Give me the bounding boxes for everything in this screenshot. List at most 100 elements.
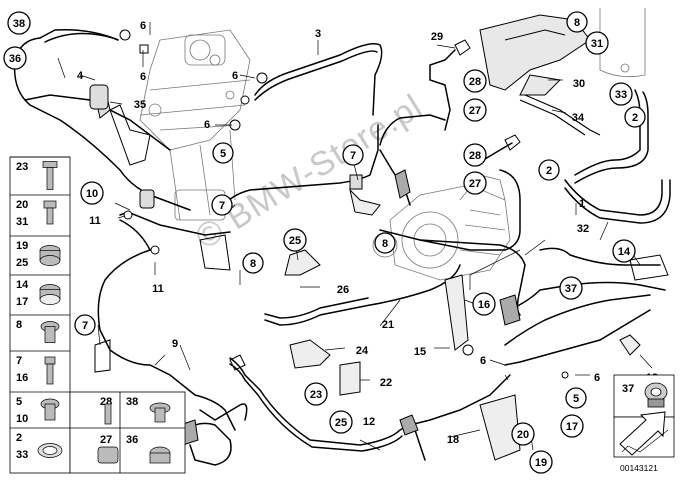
- legend-left-bottom-6: 10: [16, 413, 28, 425]
- legend-left-top-6: 5: [16, 396, 22, 408]
- callout-26: 26: [337, 284, 349, 296]
- callout-10: 10: [86, 188, 98, 200]
- callout-6: 6: [232, 70, 238, 82]
- legend-left-bottom-3: 17: [16, 296, 28, 308]
- legend-left-top-7: 2: [16, 432, 22, 444]
- callout-28: 28: [469, 150, 481, 162]
- legend-right: 37 00143121: [613, 374, 675, 473]
- callout-28-circle: [463, 143, 487, 167]
- legend-bottom-icon-2: [97, 446, 119, 464]
- callout-32: 32: [577, 223, 589, 235]
- legend-part-icon-1: [43, 200, 57, 225]
- reservoir-drawing: [599, 8, 646, 78]
- callout-23-circle: [304, 382, 328, 406]
- callout-17-circle: [560, 414, 584, 438]
- callout-6: 6: [140, 20, 146, 32]
- callout-2-circle: [538, 159, 560, 181]
- callout-38-circle: [7, 11, 31, 35]
- callout-1: 1: [579, 198, 585, 210]
- callout-22: 22: [380, 377, 392, 389]
- legend-bottom-icon-1: [149, 402, 171, 423]
- legend-left-top-4: 8: [16, 319, 22, 331]
- callout-16-circle: [472, 292, 496, 316]
- callout-25: 25: [289, 235, 301, 247]
- callout-8: 8: [574, 17, 580, 29]
- callout-31: 31: [591, 38, 603, 50]
- legend-part-icon-2: [39, 245, 61, 266]
- callout-33-circle: [609, 82, 633, 106]
- callout-8-circle: [242, 252, 264, 274]
- callout-24: 24: [356, 345, 369, 357]
- callout-14: 14: [618, 246, 631, 258]
- callout-27-circle: [463, 171, 487, 195]
- callout-8: 8: [382, 238, 388, 250]
- callout-18: 18: [447, 434, 459, 446]
- callout-21: 21: [382, 319, 394, 331]
- legend-part-icon-6: [40, 398, 60, 421]
- callout-25: 25: [335, 417, 347, 429]
- callout-14-circle: [612, 239, 636, 263]
- callout-33: 33: [615, 89, 627, 101]
- callout-6: 6: [594, 372, 600, 384]
- callout-25-circle: [329, 410, 353, 434]
- part-number: 00143121: [620, 463, 658, 473]
- callout-5: 5: [573, 393, 579, 405]
- callout-19: 19: [535, 457, 547, 469]
- legend-part-icon-5: [44, 356, 56, 385]
- callout-12: 12: [363, 416, 375, 428]
- arrow-icon: [619, 411, 669, 456]
- callout-5-circle: [565, 387, 587, 409]
- callout-37: 37: [565, 283, 577, 295]
- callout-7-circle: [211, 194, 233, 216]
- callout-36: 36: [9, 53, 21, 65]
- callout-8-circle: [566, 11, 588, 33]
- callout-7: 7: [82, 320, 88, 332]
- legend-bottom-icon-0: [104, 403, 112, 425]
- callout-29: 29: [431, 31, 443, 43]
- callout-19-circle: [529, 450, 553, 474]
- callout-16: 16: [478, 299, 490, 311]
- callout-25-circle: [283, 228, 307, 252]
- callout-7-circle: [342, 144, 364, 166]
- callout-6: 6: [204, 119, 210, 131]
- legend-left-bottom-7: 33: [16, 449, 28, 461]
- legend-bottom-27: 27: [100, 434, 112, 446]
- callout-15: 15: [414, 346, 426, 358]
- callout-6: 6: [480, 355, 486, 367]
- legend-left-top-5: 7: [16, 355, 22, 367]
- legend-left-bottom-5: 16: [16, 372, 28, 384]
- callout-27-circle: [463, 98, 487, 122]
- legend-bottom-38: 38: [126, 396, 138, 408]
- brackets: [94, 39, 669, 461]
- callout-3: 3: [315, 28, 321, 40]
- callout-35: 35: [134, 99, 146, 111]
- callout-37-circle: [559, 276, 583, 300]
- callout-8: 8: [250, 258, 256, 270]
- legend-left-top-0: 23: [16, 161, 28, 173]
- callout-5: 5: [220, 148, 226, 160]
- callout-30: 30: [573, 78, 585, 90]
- callout-2-circle: [624, 106, 646, 128]
- callout-6: 6: [140, 71, 146, 83]
- callout-20-circle: [511, 422, 535, 446]
- callout-5-circle: [212, 142, 234, 164]
- callout-20: 20: [517, 429, 529, 441]
- legend-left-top-2: 19: [16, 240, 28, 252]
- callout-10-circle: [80, 181, 104, 205]
- clamp-34-drawing: [519, 94, 601, 136]
- legend-part-icon-0: [42, 161, 58, 190]
- callout-7-circle: [74, 314, 96, 336]
- callout-7: 7: [350, 150, 356, 162]
- fittings: [89, 29, 569, 379]
- legend-left-bottom-1: 31: [16, 216, 28, 228]
- callout-17: 17: [566, 421, 578, 433]
- callout-7: 7: [219, 200, 225, 212]
- legend-part-icon-4: [40, 321, 60, 343]
- callout-8-circle: [374, 232, 396, 254]
- callout-27: 27: [469, 178, 481, 190]
- legend-left-top-3: 14: [16, 279, 29, 291]
